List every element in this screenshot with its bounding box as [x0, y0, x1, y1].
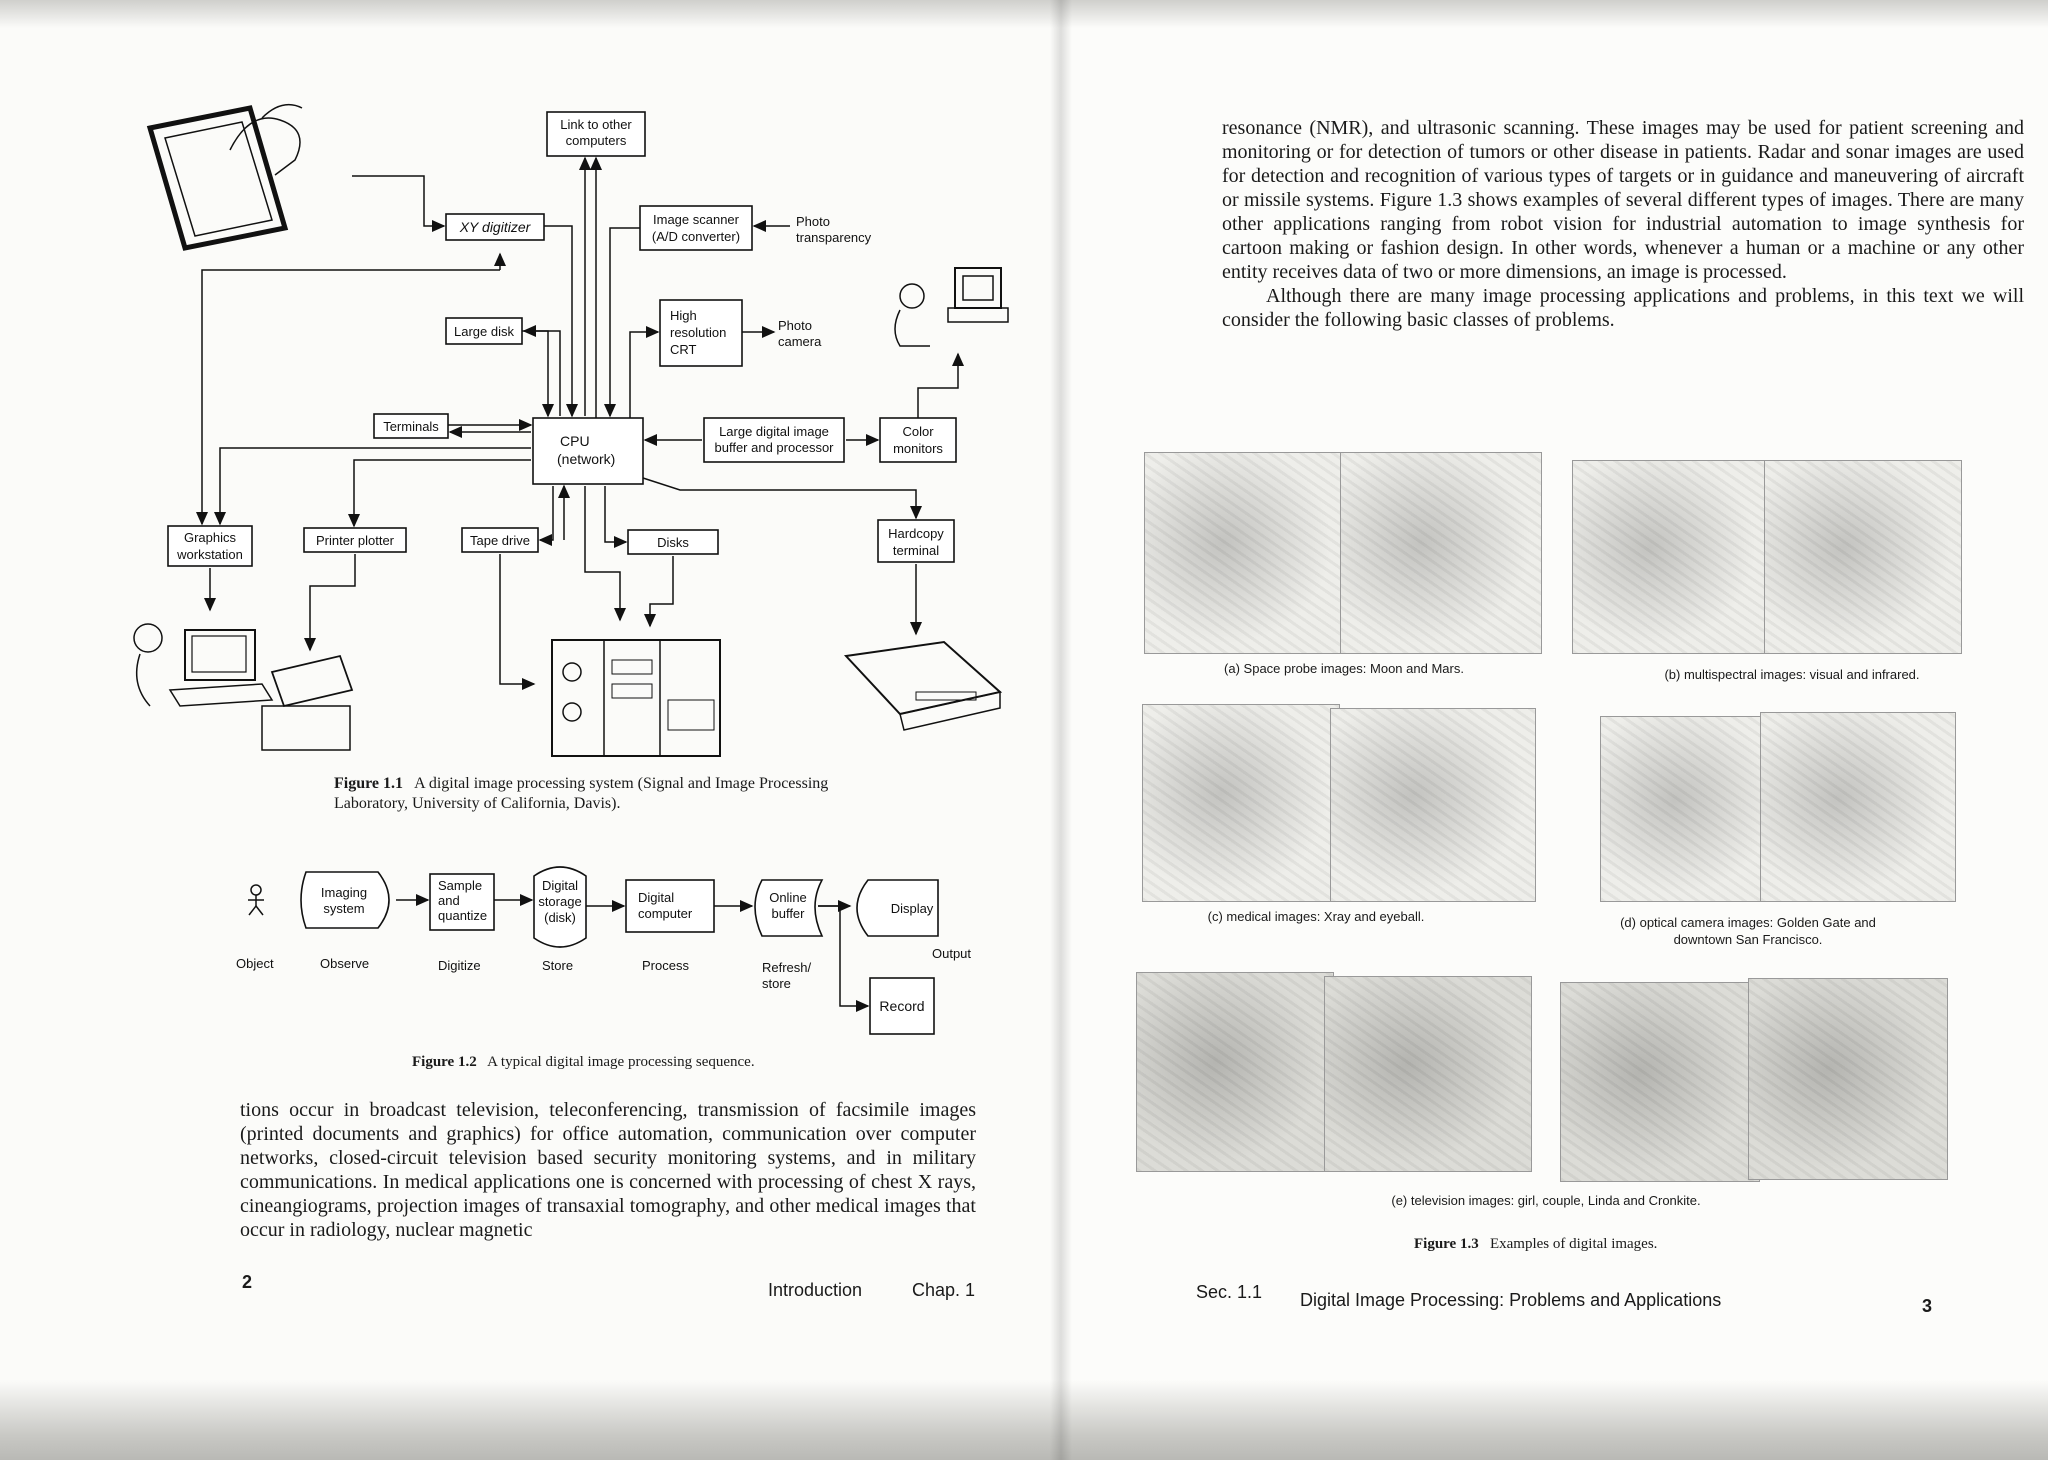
- image-infrared: [1764, 460, 1962, 654]
- figure-1-1-connections: [196, 156, 964, 690]
- figure-1-1-text: A digital image processing system (Signa…: [334, 775, 829, 812]
- figure-1-3-caption: Figure 1.3 Examples of digital images.: [1414, 1234, 1814, 1254]
- image-san-francisco: [1760, 712, 1956, 902]
- buffer-label-1: Online: [769, 890, 807, 905]
- sample-label-1: Sample: [438, 878, 482, 893]
- image-visual: [1572, 460, 1766, 654]
- crt-label-2: resolution: [670, 325, 726, 340]
- image-cronkite: [1748, 978, 1948, 1180]
- computer-label-2: computer: [638, 906, 693, 921]
- right-page-number: 3: [1922, 1296, 1933, 1316]
- imaging-system-label-2: system: [323, 901, 364, 916]
- stage-digitize: Digitize: [438, 958, 481, 973]
- figure-1-3-label: Figure 1.3: [1414, 1236, 1479, 1252]
- stage-observe: Observe: [320, 956, 369, 971]
- storage-label-2: storage: [538, 894, 581, 909]
- figure-1-1-caption: Figure 1.1 A digital image processing sy…: [334, 774, 894, 814]
- image-moon: [1144, 452, 1342, 654]
- book-gutter: [1050, 0, 1072, 1460]
- figure-1-2-diagram: Imaging system Sample and quantize Digit…: [236, 866, 971, 1035]
- subcaption-e: (e) television images: girl, couple, Lin…: [1391, 1193, 1701, 1208]
- subcaption-b: (b) multispectral images: visual and inf…: [1664, 667, 1920, 682]
- stage-refresh-2: store: [762, 976, 791, 991]
- right-paragraph-2: Although there are many image processing…: [1222, 285, 2024, 331]
- object-person-icon: [248, 884, 264, 916]
- figure-1-2-caption: Figure 1.2 A typical digital image proce…: [412, 1052, 932, 1072]
- large-disk-label: Large disk: [454, 324, 514, 339]
- hardcopy-label-1: Hardcopy: [888, 526, 944, 541]
- graphics-ws-label-2: workstation: [176, 547, 243, 562]
- figure-1-1-label: Figure 1.1: [334, 775, 404, 792]
- stage-process: Process: [642, 958, 689, 973]
- image-golden-gate: [1600, 716, 1786, 902]
- storage-label-3: (disk): [544, 910, 576, 925]
- image-eyeball: [1330, 708, 1536, 902]
- photo-camera-label-1: Photo: [778, 318, 812, 333]
- sample-label-3: quantize: [438, 908, 487, 923]
- workstation-illustration: [133, 623, 354, 751]
- printer-plotter-label: Printer plotter: [316, 533, 395, 548]
- left-page: Link to other computers XY digitizer Ima…: [0, 0, 1060, 1460]
- stage-store: Store: [542, 958, 573, 973]
- link-label-1: Link to other: [560, 117, 632, 132]
- frame-buffer-label-2: buffer and processor: [715, 440, 835, 455]
- crt-label-1: High: [670, 308, 697, 323]
- disks-label: Disks: [657, 535, 689, 550]
- tape-drive-label: Tape drive: [470, 533, 530, 548]
- left-body-text: tions occur in broadcast television, tel…: [240, 1098, 976, 1242]
- left-footer-section: Introduction: [768, 1280, 863, 1300]
- cpu-label-2: (network): [557, 451, 615, 467]
- hardcopy-illustration: [843, 640, 1003, 731]
- photo-camera-label-2: camera: [778, 334, 822, 349]
- subcaption-c: (c) medical images: Xray and eyeball.: [1207, 909, 1425, 924]
- left-paragraph: tions occur in broadcast television, tel…: [240, 1099, 976, 1241]
- right-footer-section: Sec. 1.1: [1196, 1282, 1263, 1302]
- image-scanner-label-1: Image scanner: [653, 212, 740, 227]
- right-footer-title: Digital Image Processing: Problems and A…: [1300, 1290, 1722, 1310]
- sample-label-2: and: [438, 893, 460, 908]
- stage-object: Object: [236, 956, 274, 971]
- subcaption-d: (d) optical camera images: Golden Gate a…: [1620, 915, 1876, 947]
- figure-1-2-text: A typical digital image processing seque…: [487, 1054, 755, 1070]
- image-xray: [1142, 704, 1340, 902]
- image-girl: [1136, 972, 1334, 1172]
- photo-transparency-label-2: transparency: [796, 230, 872, 245]
- right-page: resonance (NMR), and ultrasonic scanning…: [1060, 0, 2048, 1460]
- subcaption-a: (a) Space probe images: Moon and Mars.: [1224, 661, 1464, 676]
- operator-monitor-illustration: [894, 267, 1009, 347]
- image-couple: [1324, 976, 1532, 1172]
- stage-refresh-1: Refresh/: [762, 960, 812, 975]
- color-monitors-label-1: Color: [902, 424, 934, 439]
- photo-transparency-label-1: Photo: [796, 214, 830, 229]
- disk-cabinet-illustration: [551, 639, 721, 757]
- figure-1-1-diagram: Link to other computers XY digitizer Ima…: [133, 103, 1009, 757]
- computer-label-1: Digital: [638, 890, 674, 905]
- record-label: Record: [879, 998, 924, 1014]
- image-mars: [1340, 452, 1542, 654]
- buffer-label-2: buffer: [771, 906, 805, 921]
- display-label: Display: [891, 901, 934, 916]
- digitizer-tablet-illustration: [146, 103, 303, 251]
- left-page-number: 2: [242, 1272, 253, 1292]
- figure-1-2-label: Figure 1.2: [412, 1054, 477, 1070]
- graphics-ws-label-1: Graphics: [184, 530, 237, 545]
- hardcopy-label-2: terminal: [893, 543, 939, 558]
- crt-label-3: CRT: [670, 342, 697, 357]
- image-linda: [1560, 982, 1760, 1182]
- cpu-label-1: CPU: [560, 433, 590, 449]
- link-label-2: computers: [566, 133, 627, 148]
- figure-1-3-text: Examples of digital images.: [1489, 1236, 1658, 1252]
- terminals-label: Terminals: [383, 419, 439, 434]
- image-scanner-label-2: (A/D converter): [652, 229, 740, 244]
- stage-output: Output: [932, 946, 971, 961]
- storage-label-1: Digital: [542, 878, 578, 893]
- color-monitors-label-2: monitors: [893, 441, 943, 456]
- xy-digitizer-label: XY digitizer: [459, 219, 532, 235]
- left-footer-chapter: Chap. 1: [912, 1280, 976, 1300]
- right-body-text: resonance (NMR), and ultrasonic scanning…: [1222, 116, 2024, 332]
- imaging-system-label-1: Imaging: [321, 885, 367, 900]
- figure-1-2-connections: [396, 894, 870, 1012]
- frame-buffer-label-1: Large digital image: [719, 424, 829, 439]
- right-paragraph-1: resonance (NMR), and ultrasonic scanning…: [1222, 117, 2024, 283]
